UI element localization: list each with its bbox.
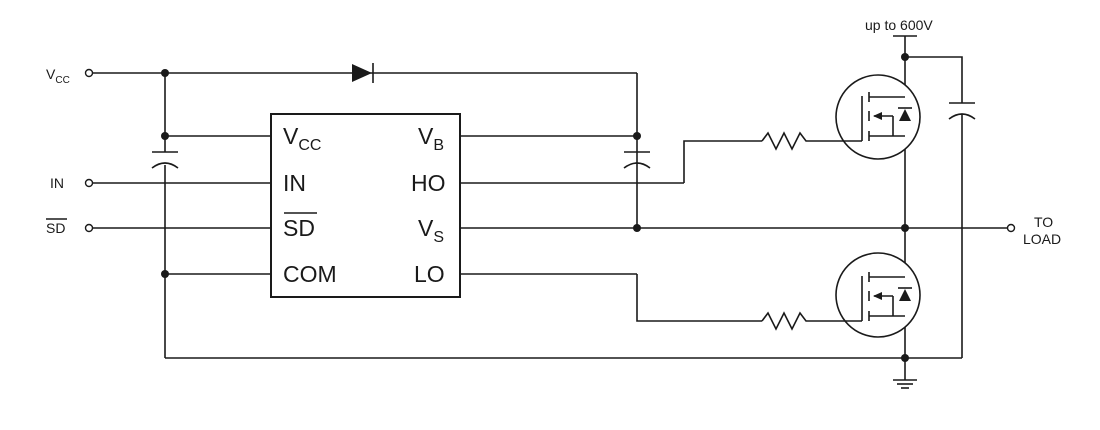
ic-pin-ho: HO	[411, 170, 446, 196]
in-terminal	[84, 178, 94, 188]
vcc-capacitor-icon	[151, 151, 179, 169]
lo-gate-wire	[636, 274, 762, 322]
high-side-gate-resistor-icon	[761, 131, 840, 151]
vcc-input-label: VCC	[46, 66, 70, 86]
ic-pin-vb: VB	[418, 123, 444, 154]
low-side-gate-resistor-icon	[761, 311, 840, 331]
junction-dots	[161, 53, 909, 362]
ic-pin-vcc: VCC	[283, 123, 321, 154]
bootstrap-capacitor-icon	[623, 151, 651, 169]
ic-pin-lo: LO	[414, 261, 445, 287]
ic-pin-in: IN	[283, 170, 306, 196]
bulk-cap-wire-top	[905, 56, 963, 103]
output-label-line1: TO	[1034, 214, 1053, 230]
output-label-line2: LOAD	[1023, 231, 1061, 247]
sd-input-label: SD	[46, 220, 65, 236]
ic-pin-vs: VS	[418, 215, 444, 246]
vcc-terminal	[84, 68, 94, 78]
high-side-mosfet-icon	[835, 74, 921, 160]
output-terminal	[1006, 223, 1016, 233]
bulk-capacitor-icon	[948, 102, 976, 120]
bootstrap-diode-icon	[352, 63, 374, 83]
driver-ic-box	[270, 113, 461, 298]
ic-pin-com: COM	[283, 261, 337, 287]
in-input-label: IN	[50, 175, 64, 191]
ic-pin-sd: SD	[283, 215, 315, 241]
ground-icon	[893, 379, 917, 389]
ho-gate-wire	[683, 140, 762, 183]
supply-label: up to 600V	[865, 17, 933, 33]
low-side-mosfet-icon	[835, 252, 921, 338]
sd-terminal	[84, 223, 94, 233]
